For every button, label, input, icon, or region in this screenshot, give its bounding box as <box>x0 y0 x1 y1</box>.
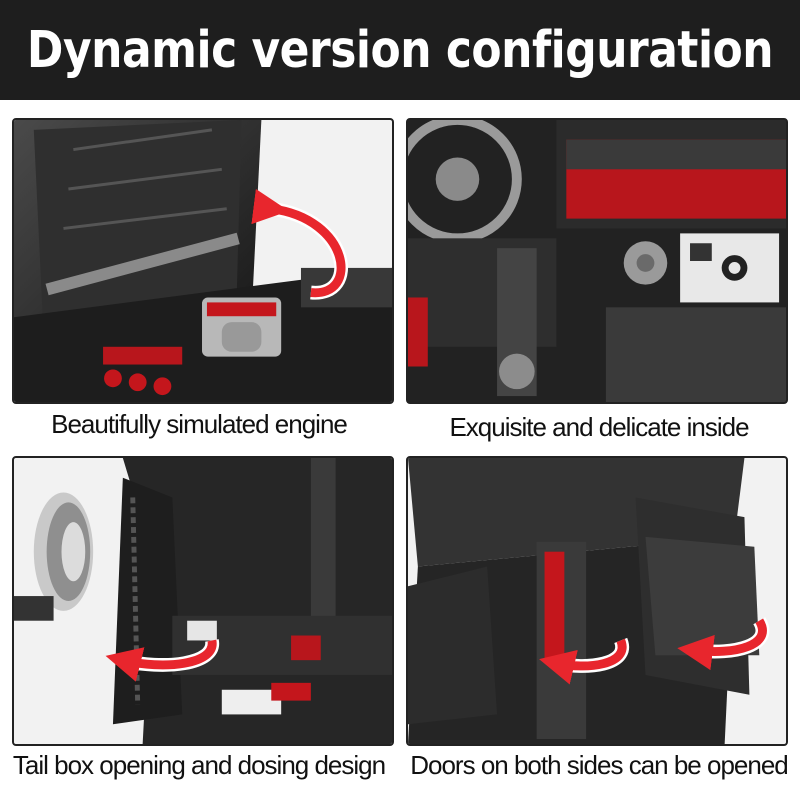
doors-photo <box>406 456 788 746</box>
doors-caption: Doors on both sides can be opened <box>410 750 789 780</box>
engine-photo <box>12 118 394 404</box>
interior-photo <box>406 118 788 404</box>
tail-box-photo <box>12 456 394 746</box>
title-banner: Dynamic version configuration <box>0 0 800 100</box>
engine-caption: Beautifully simulated engine <box>51 409 348 439</box>
tail-box-caption: Tail box opening and dosing design <box>12 750 386 780</box>
interior-caption: Exquisite and delicate inside <box>449 412 749 442</box>
page-title: Dynamic version configuration <box>26 20 774 80</box>
